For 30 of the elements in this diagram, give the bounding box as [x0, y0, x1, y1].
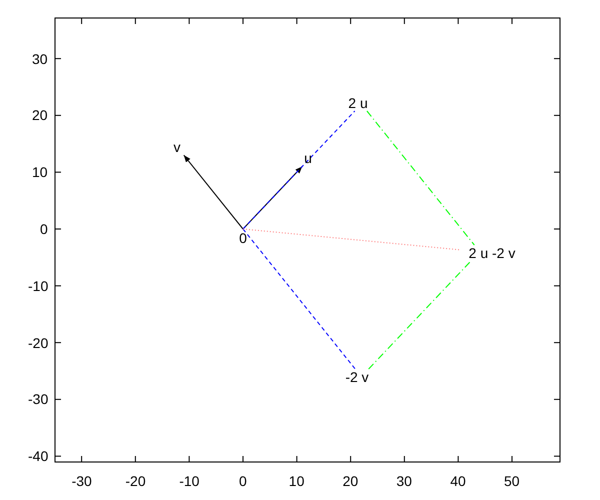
vector-arrow: [183, 154, 244, 230]
tick-label: 10: [288, 473, 304, 489]
tick-label: 10: [32, 164, 48, 180]
point-label: 0: [236, 230, 250, 246]
tick-label: 0: [239, 473, 247, 489]
tick-label: 20: [342, 473, 358, 489]
point-label: u: [302, 150, 314, 166]
tick-label: 40: [450, 473, 466, 489]
point-label: 2 u -2 v: [459, 245, 525, 261]
tick-label: -40: [28, 448, 48, 464]
dashed-line: [368, 260, 472, 370]
tick-label: -20: [28, 334, 48, 351]
tick-label: 50: [504, 473, 520, 489]
dashed-line: [242, 228, 460, 250]
tick-label: 0: [40, 221, 48, 237]
tick-label: -30: [28, 391, 48, 408]
tick-label: -30: [72, 473, 92, 489]
point-label: -2 v: [340, 369, 374, 385]
dashed-line: [242, 228, 356, 370]
point-label: v: [170, 139, 184, 155]
point-label: 2 u: [343, 95, 373, 111]
tick-label: 20: [32, 107, 48, 124]
tick-label: -10: [28, 278, 48, 294]
tick-label: -20: [125, 473, 146, 489]
tick-label: 30: [396, 473, 412, 489]
tick-label: 30: [32, 50, 48, 67]
tick-label: -10: [179, 473, 200, 489]
dashed-line: [366, 110, 475, 246]
dashed-line: [242, 110, 356, 230]
vector-arrow: [242, 166, 303, 230]
